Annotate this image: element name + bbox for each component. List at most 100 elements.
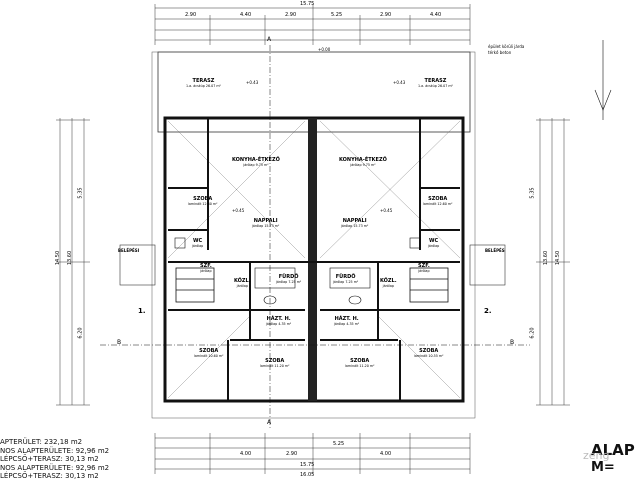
room-sub: laminált 12.60 m² [423, 202, 453, 206]
room-konyha-2: KONYHA-ÉTKEZŐ járólap 9.75 m² [339, 157, 387, 167]
dim-label: 4.40 [430, 12, 442, 18]
area-line: NOS ALAPTERÜLETE: 92,96 m2 [0, 447, 110, 455]
room-terasz-2: TERASZ 1.a. ácskúp 26.07 m² [418, 78, 453, 88]
interior-walls [168, 118, 460, 400]
level-mark: +0.45 [380, 208, 393, 213]
room-sub: járólap [236, 284, 248, 288]
room-konyha-1: KONYHA-ÉTKEZŐ járólap 9.75 m² [232, 157, 280, 167]
room-furdo-2: FÜRDŐ járólap 7.25 m² [333, 274, 358, 284]
room-sub: járólap 15.73 m² [341, 224, 369, 228]
watermark: zeng [583, 449, 610, 462]
room-name: SZOBA [419, 348, 439, 354]
room-nappali-2: NAPPALI járólap 15.73 m² [341, 218, 368, 228]
room-szoba-a1: SZOBA laminált 12.60 m² [188, 196, 217, 206]
section-mark: A [267, 36, 272, 43]
top-dimension-lines [154, 4, 471, 45]
room-name: KONYHA-ÉTKEZŐ [232, 157, 280, 163]
room-szf-1: SZF. járólap [200, 263, 212, 273]
room-name: SZOBA [193, 196, 213, 202]
room-kozl-1: KÖZL. járólap [234, 278, 251, 288]
room-name: TERASZ [192, 78, 215, 84]
room-name: SZOBA [265, 358, 285, 364]
area-line: LÉPCSŐ+TERASZ: 30,13 m2 [0, 472, 99, 480]
dim-label: 2.90 [380, 12, 392, 18]
room-sub: laminált 12.60 m² [188, 202, 218, 206]
level-mark: +0.00 [318, 47, 331, 52]
dim-label: 5.25 [331, 12, 343, 18]
section-mark: B [510, 339, 515, 346]
room-name: NAPPALI [342, 218, 367, 224]
entrance-steps [119, 244, 506, 286]
room-name: WC [193, 238, 203, 244]
room-sub: járólap 15.73 m² [252, 224, 280, 228]
section-mark: B [117, 339, 122, 346]
room-nappali-1: NAPPALI járólap 15.73 m² [252, 218, 279, 228]
room-szoba-b1: SZOBA laminált 10.60 m² [194, 348, 223, 358]
room-name: KONYHA-ÉTKEZŐ [339, 157, 387, 163]
room-haztart-1: HÁZT. H. járólap 4.35 m² [266, 316, 291, 326]
room-name: FÜRDŐ [278, 274, 299, 280]
room-name: SZF. [418, 263, 430, 269]
room-sub: laminált 10.55 m² [414, 354, 444, 358]
room-name: BELÉPÉSI [118, 248, 140, 253]
room-name: SZF. [200, 263, 212, 269]
stair-blocks [175, 267, 449, 303]
room-sub: járólap [200, 269, 212, 273]
level-mark: +0.45 [232, 208, 245, 213]
room-sub: járólap 7.25 m² [276, 280, 302, 284]
note: térkő beton [488, 50, 512, 55]
room-sub: járólap 9.75 m² [350, 163, 376, 167]
section-lines [100, 45, 530, 430]
room-name: HÁZT. H. [334, 316, 359, 322]
room-szoba-b2: SZOBA laminált 11.20 m² [260, 358, 289, 368]
room-bejarat-1: BELÉPÉSI [118, 248, 139, 253]
room-wc-1: WC járólap [192, 238, 203, 248]
room-name: KÖZL. [380, 278, 397, 284]
room-name: SZOBA [428, 196, 448, 202]
room-name: FÜRDŐ [335, 274, 356, 280]
room-kozl-2: KÖZL. járólap [380, 278, 397, 288]
roof-hatch-lines [167, 120, 461, 399]
room-terasz-1: TERASZ 1.a. ácskúp 26.07 m² [186, 78, 221, 88]
dim-label: 16.05 [300, 472, 315, 478]
area-line: LÉPCSŐ+TERASZ: 30,13 m2 [0, 455, 99, 463]
room-wc-2: WC járólap [428, 238, 439, 248]
sidewalk-outline [151, 51, 476, 419]
level-mark: +0.43 [246, 80, 259, 85]
room-bejarat-2: BELÉPÉS [485, 248, 505, 253]
side-dimension-lines [56, 118, 570, 406]
room-szf-2: SZF. járólap [418, 263, 430, 273]
area-line: NOS ALAPTERÜLETE: 92,96 m2 [0, 464, 110, 472]
area-line: APTERÜLET: 232,18 m2 [0, 438, 83, 446]
drawing-scale: M= [591, 460, 615, 475]
room-sub: járólap 4.35 m² [334, 322, 360, 326]
room-szoba-a2: SZOBA laminált 12.60 m² [423, 196, 452, 206]
room-sub: járólap 9.75 m² [243, 163, 269, 167]
room-name: BELÉPÉS [485, 248, 505, 253]
room-sub: laminált 11.20 m² [260, 364, 290, 368]
room-sub: 1.a. ácskúp 26.07 m² [186, 84, 221, 88]
room-sub: járólap [382, 284, 394, 288]
room-haztart-2: HÁZT. H. járólap 4.35 m² [334, 316, 359, 326]
room-sub: járólap [192, 244, 204, 248]
room-sub: 1.a. ácskúp 26.07 m² [418, 84, 453, 88]
room-name: KÖZL. [234, 278, 251, 284]
dim-label: 2.90 [286, 451, 298, 457]
room-furdo-1: FÜRDŐ járólap 7.25 m² [276, 274, 301, 284]
room-sub: járólap [428, 244, 440, 248]
section-mark: A [267, 419, 272, 426]
room-szoba-b4: SZOBA laminált 10.55 m² [414, 348, 443, 358]
dim-label: 2.90 [185, 12, 197, 18]
room-name: TERASZ [424, 78, 447, 84]
note: épület körüli járda [488, 44, 525, 49]
room-name: HÁZT. H. [266, 316, 291, 322]
dim-label: 4.00 [380, 451, 392, 457]
room-sub: laminált 11.20 m² [345, 364, 375, 368]
room-szoba-b3: SZOBA laminált 11.20 m² [345, 358, 374, 368]
room-name: SZOBA [350, 358, 370, 364]
room-name: NAPPALI [253, 218, 278, 224]
level-mark: +0.43 [393, 80, 406, 85]
